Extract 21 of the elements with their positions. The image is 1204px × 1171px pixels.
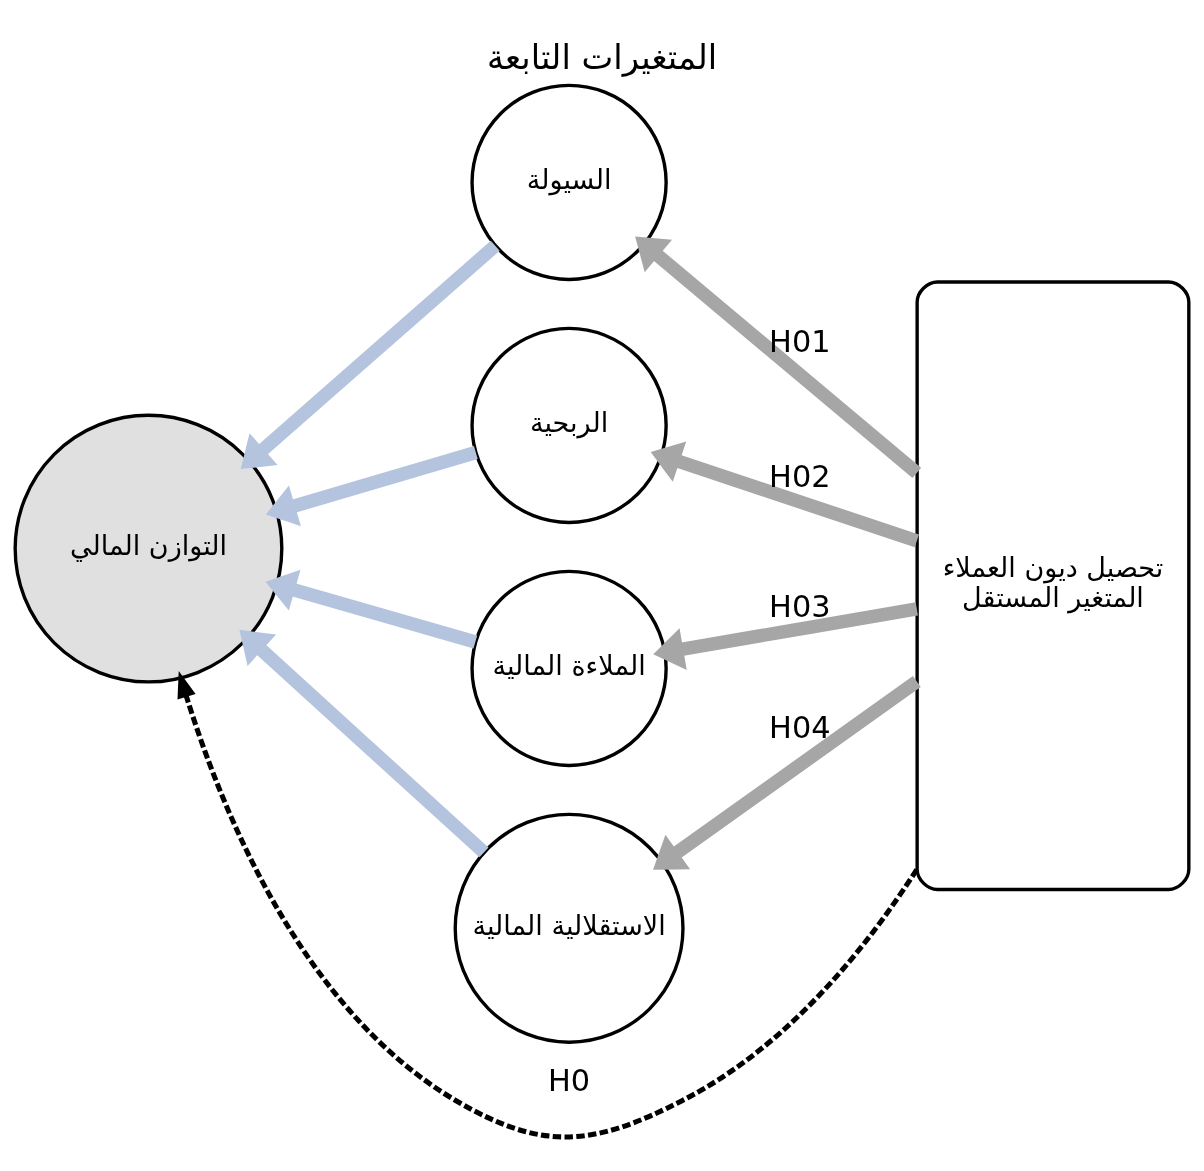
arrow [653,601,918,670]
arrow [265,445,478,526]
arrow [265,569,478,648]
node-circle: الاستقلالية المالية [453,812,685,1044]
diagram-title: المتغيرات التابعة [486,37,718,76]
arrow [635,235,922,478]
node-box: تحصيل ديون العملاء المتغير المستقل [915,279,1191,891]
node-circle: السيولة [470,83,668,281]
node-circle: التوازن المالي [13,413,284,684]
arrow [650,441,919,547]
node-circle: الملاءة المالية [470,569,668,767]
edge-label: H02 [769,458,831,494]
edge-label: H01 [769,323,831,359]
edge-label: H0 [548,1062,591,1098]
edge-label: H04 [769,709,831,745]
node-circle: الربحية [470,326,668,524]
arrow [240,240,500,469]
arrow [239,629,489,857]
arrow [653,675,921,870]
edge-label: H03 [769,588,831,624]
arrow [177,670,919,1139]
